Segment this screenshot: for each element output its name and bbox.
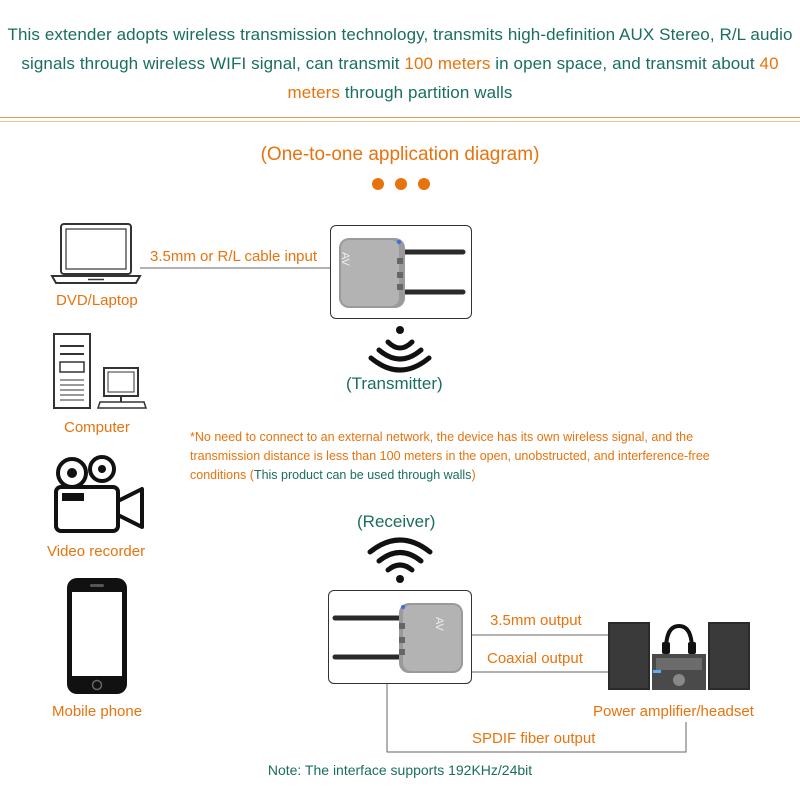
input-cable-label: 3.5mm or R/L cable input	[150, 248, 317, 265]
receiver-brand: AV	[433, 617, 445, 631]
source-label-computer: Computer	[64, 419, 130, 436]
transmitter-label: (Transmitter)	[346, 374, 443, 394]
mobile-phone-icon	[66, 577, 128, 695]
source-label-laptop: DVD/Laptop	[56, 292, 138, 309]
desktop-computer-icon	[52, 332, 152, 412]
source-label-mobile-phone: Mobile phone	[52, 703, 142, 720]
output-label-spdif-fiber: SPDIF fiber output	[472, 730, 595, 747]
receiver-device: AV	[328, 590, 472, 684]
output-label-coaxial: Coaxial output	[487, 650, 583, 667]
receiver-label: (Receiver)	[357, 512, 435, 532]
transmitter-brand: AV	[339, 252, 351, 266]
source-label-video-recorder: Video recorder	[47, 543, 145, 560]
laptop-icon	[50, 222, 142, 286]
stereo-system-icon	[606, 620, 752, 692]
wifi-icon	[368, 536, 432, 584]
bottom-note: Note: The interface supports 192KHz/24bi…	[0, 762, 800, 778]
note-suffix: )	[471, 468, 475, 482]
transmission-note: *No need to connect to an external netwo…	[190, 428, 750, 485]
video-camera-icon	[52, 455, 146, 535]
destination-label: Power amplifier/headset	[593, 703, 754, 720]
output-label-35mm: 3.5mm output	[490, 612, 582, 629]
note-highlight: This product can be used through walls	[254, 468, 472, 482]
transmitter-device: AV	[330, 225, 472, 319]
broadcast-signal-icon	[368, 326, 432, 372]
